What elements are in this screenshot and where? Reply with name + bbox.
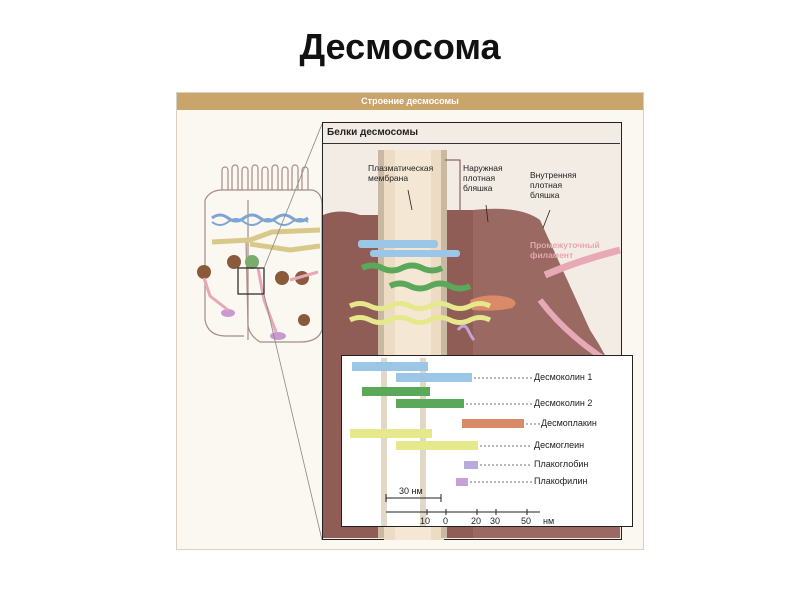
desmosome-dot-3 [197,265,211,279]
axis-tick-30: 30 [490,516,501,526]
legend-bar-plakophilin [456,478,468,486]
desmosome-dot-4 [275,271,289,285]
zoom-line-2 [263,293,323,541]
axis-tick-0: 0 [443,516,449,526]
legend-bar-plakoglobin [464,461,478,469]
legend-bar-desmoplakin [462,419,524,428]
figure-header: Строение десмосомы [177,93,643,110]
adhesion-belt [211,227,321,245]
legend-label-desmocollin-1: Десмоколин 1 [534,372,593,382]
legend-bar-desmoglein-a [350,429,432,438]
filament-label: Промежуточный филамент [530,240,600,260]
slide-title: Десмосома [299,26,501,67]
scale-bar-label: 30 нм [399,486,423,496]
axis-tick-50: 50 [521,516,532,526]
desmosome-dot [227,255,241,269]
keratin-filament-2 [256,267,278,333]
panel-title: Белки десмосомы [327,127,419,138]
outer-plaque-label: Наружная плотная бляшка [463,163,503,193]
desmosome-dot-6 [298,314,310,326]
axis-tick-20: 20 [471,516,482,526]
plakophilin-coil [456,324,476,342]
legend-bar-desmocollin-1-b [396,373,472,382]
inner-plaque-label: Внутренняя плотная бляшка [530,170,577,200]
desmocollin-1-band-2 [370,250,460,257]
legend-bar-desmoglein-b [396,441,478,450]
axis-unit: нм [543,516,555,526]
hemidesmosome [221,309,235,317]
desmocollin-2-wave [360,262,444,274]
legend-bar-desmocollin-2-b [396,399,464,408]
legend-label-desmocollin-2: Десмоколин 2 [534,398,593,408]
legend-bar-desmocollin-2-a [362,387,430,396]
desmocollin-1-band [358,240,438,248]
desmoglein-wave [348,301,492,311]
legend-label-plakophilin: Плакофилин [534,476,588,486]
cytoskeleton-filament [211,213,309,223]
panel-divider [323,143,620,144]
keratin-filament-3 [289,270,319,282]
legend-label-plakoglobin: Плакоглобин [534,459,589,469]
axis-tick-10: 10 [420,516,431,526]
legend-bar-desmocollin-1-a [352,362,428,371]
desmoplakin-shape [470,295,516,311]
desmosome-dot-2 [245,255,259,269]
desmoglein-wave-2 [348,315,492,325]
legend-label-desmoglein: Десмоглеин [534,440,585,450]
adhesion-belt-2 [249,241,321,253]
legend-label-desmoplakin: Десмоплакин [541,418,597,428]
membrane-label: Плазматическая мембрана [368,163,434,183]
intermediate-filament [543,246,621,279]
cytoskeleton-filament-2 [211,218,309,226]
zoom-box [237,267,265,295]
desmocollin-2-wave-2 [388,280,472,292]
zoom-line [263,123,323,269]
keratin-filament [202,277,229,312]
